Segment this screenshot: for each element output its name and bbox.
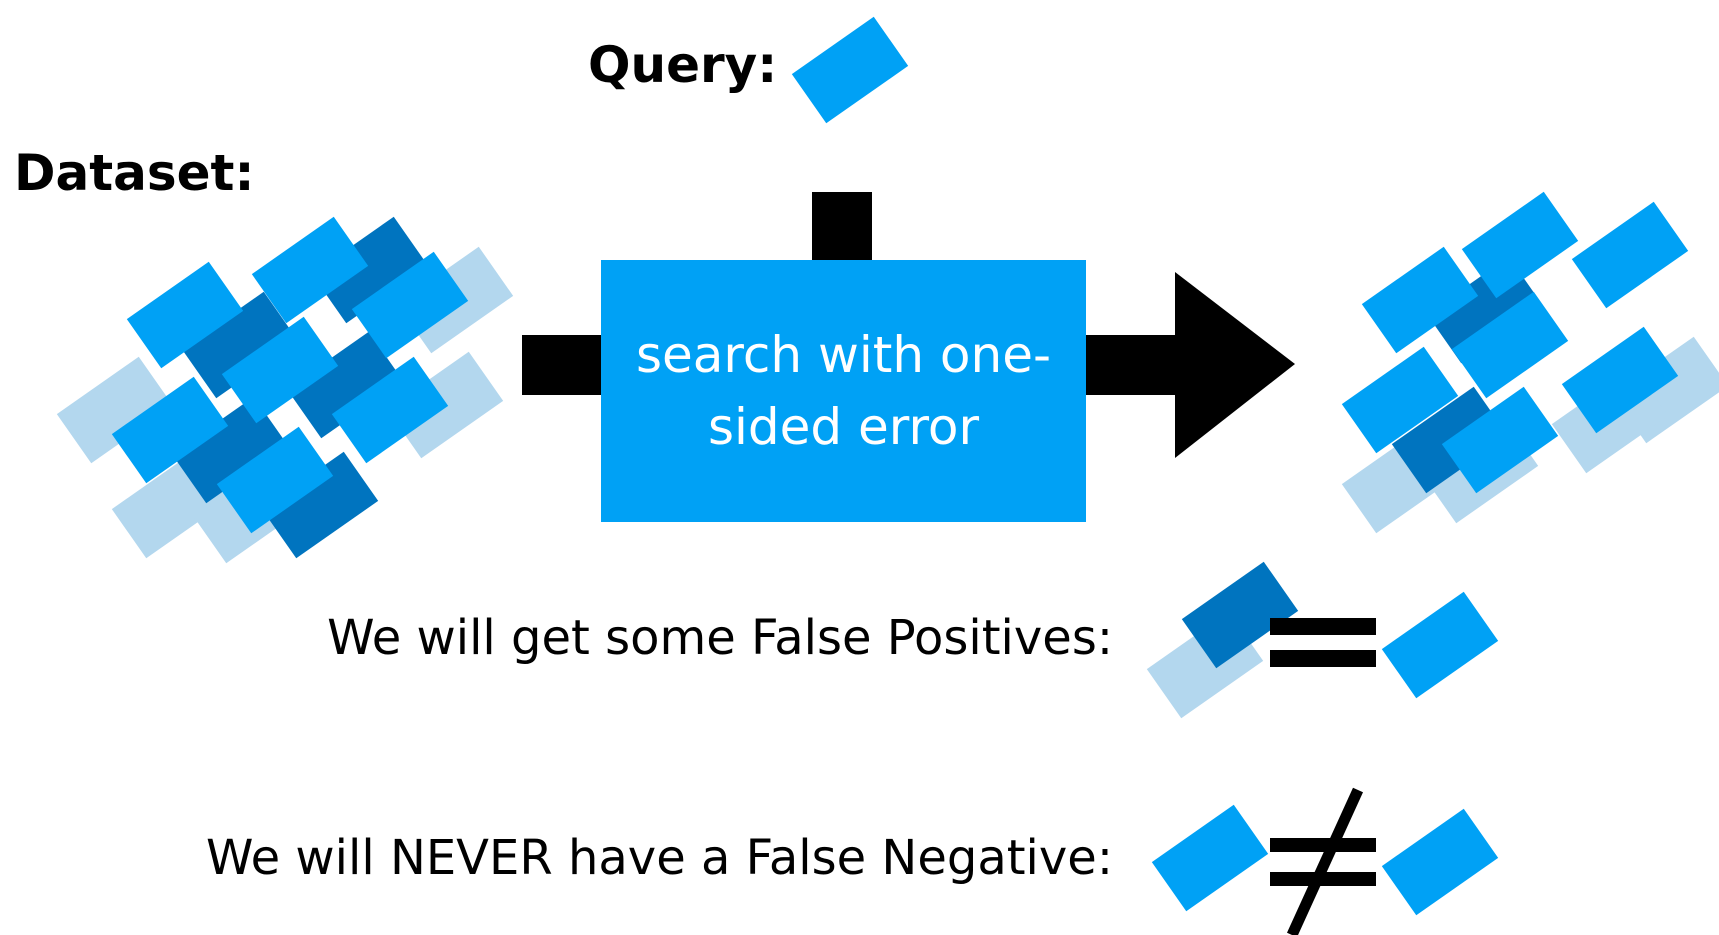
query-tile [791, 16, 909, 124]
result-cluster [1341, 191, 1719, 534]
dataset-cluster [56, 216, 514, 564]
query-label: Query: [588, 36, 778, 94]
search-process-box [601, 260, 1086, 522]
false-positive-statement: We will get some False Positives: [327, 610, 1113, 666]
process-box-label: search with one-sided error [635, 326, 1052, 456]
process-arrow [522, 192, 1295, 522]
not-equals-sign [1270, 838, 1376, 852]
equals-sign [1270, 618, 1376, 635]
output-arrow-shaft [1085, 335, 1180, 395]
false-negative-illustration [1151, 787, 1499, 935]
dataset-input-stub [522, 335, 602, 395]
false-positive-illustration [1146, 561, 1499, 719]
false-negative-statement: We will NEVER have a False Negative: [205, 830, 1113, 886]
output-arrowhead [1175, 272, 1295, 458]
dataset-label: Dataset: [14, 144, 255, 202]
query-input-stub [812, 192, 872, 264]
